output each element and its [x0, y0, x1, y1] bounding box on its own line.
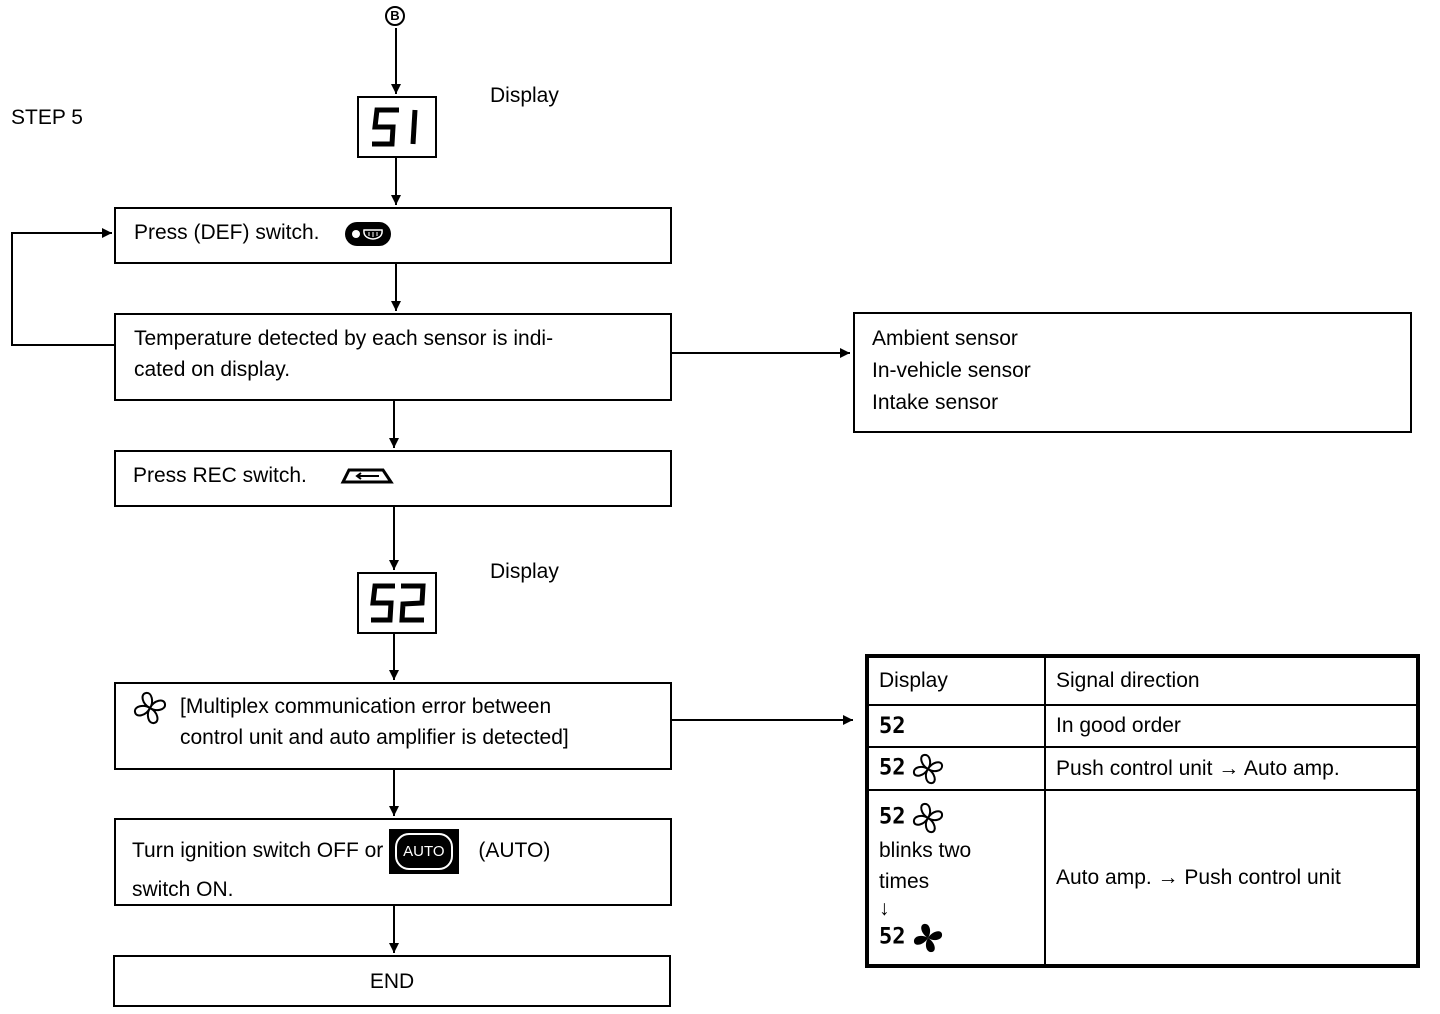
press-rec-text: Press REC switch. [133, 464, 307, 487]
row3-code-after: 52 [879, 924, 906, 950]
auto-badge-text: AUTO [395, 833, 453, 870]
box-temperature: Temperature detected by each sensor is i… [114, 313, 672, 401]
box-press-rec: Press REC switch. [114, 450, 672, 507]
display-51: 51 [357, 96, 437, 158]
box-multiplex: [Multiplex communication error between c… [114, 682, 672, 770]
fan-icon [132, 690, 168, 731]
auto-switch-icon: AUTO [389, 829, 459, 874]
sensor-ambient: Ambient sensor [872, 327, 1018, 350]
end-text: END [369, 970, 415, 993]
signal-table: Display Signal direction 52 In good orde… [865, 654, 1420, 968]
arrow-loop-back [11, 228, 114, 346]
turn-line-1a: Turn ignition switch OFF or [132, 839, 384, 863]
sensor-intake: Intake sensor [872, 391, 999, 414]
table-row: 52 Push control unit → Auto amp. [866, 746, 1419, 791]
fan-icon [913, 753, 944, 784]
connector-b: B [385, 6, 405, 26]
header-signal-direction: Signal direction [1044, 655, 1419, 706]
display-label-2: Display [490, 560, 559, 583]
sensor-in-vehicle: In-vehicle sensor [872, 359, 1031, 382]
row3-arrow: ↓ [879, 896, 890, 920]
connector-label: B [390, 8, 400, 23]
row3-note-1: blinks two [879, 838, 972, 862]
display-52: 52 [357, 572, 437, 634]
turn-line-2: switch ON. [132, 878, 234, 901]
row3-code: 52 [879, 804, 906, 830]
step-label: STEP 5 [11, 106, 83, 129]
row1-direction: In good order [1044, 704, 1419, 748]
box-end: END [113, 955, 671, 1007]
row3-note-2: times [879, 869, 930, 893]
signal-table-header: Display Signal direction [866, 655, 1419, 706]
display-label-1: Display [490, 84, 559, 107]
row2-code: 52 [879, 755, 906, 781]
rec-switch-icon [339, 464, 395, 488]
box-sensors: Ambient sensor In-vehicle sensor Intake … [853, 312, 1412, 433]
row1-code: 52 [879, 713, 906, 739]
box-press-def: Press (DEF) switch. [114, 207, 672, 264]
header-display: Display [866, 655, 1046, 706]
multiplex-line-2: control unit and auto amplifier is detec… [180, 726, 569, 749]
segment-51 [372, 107, 418, 147]
row2-direction: Push control unit → Auto amp. [1044, 746, 1419, 791]
def-switch-icon [345, 222, 391, 246]
multiplex-line-1: [Multiplex communication error between [180, 695, 552, 718]
fan-filled-icon [914, 923, 943, 952]
fan-icon [913, 802, 944, 833]
turn-line-1b: (AUTO) [478, 839, 551, 863]
table-row: 52 In good order [866, 704, 1419, 748]
temperature-line-1: Temperature detected by each sensor is i… [134, 327, 554, 350]
row3-direction: Auto amp. → Push control unit [1044, 789, 1419, 967]
box-turn-ignition: Turn ignition switch OFF or AUTO (AUTO) … [114, 818, 672, 906]
temperature-line-2: cated on display. [134, 358, 291, 381]
table-row: 52 blinks two times ↓ 52 [866, 789, 1419, 967]
press-def-text: Press (DEF) switch. [134, 221, 320, 244]
segment-52 [370, 583, 426, 623]
